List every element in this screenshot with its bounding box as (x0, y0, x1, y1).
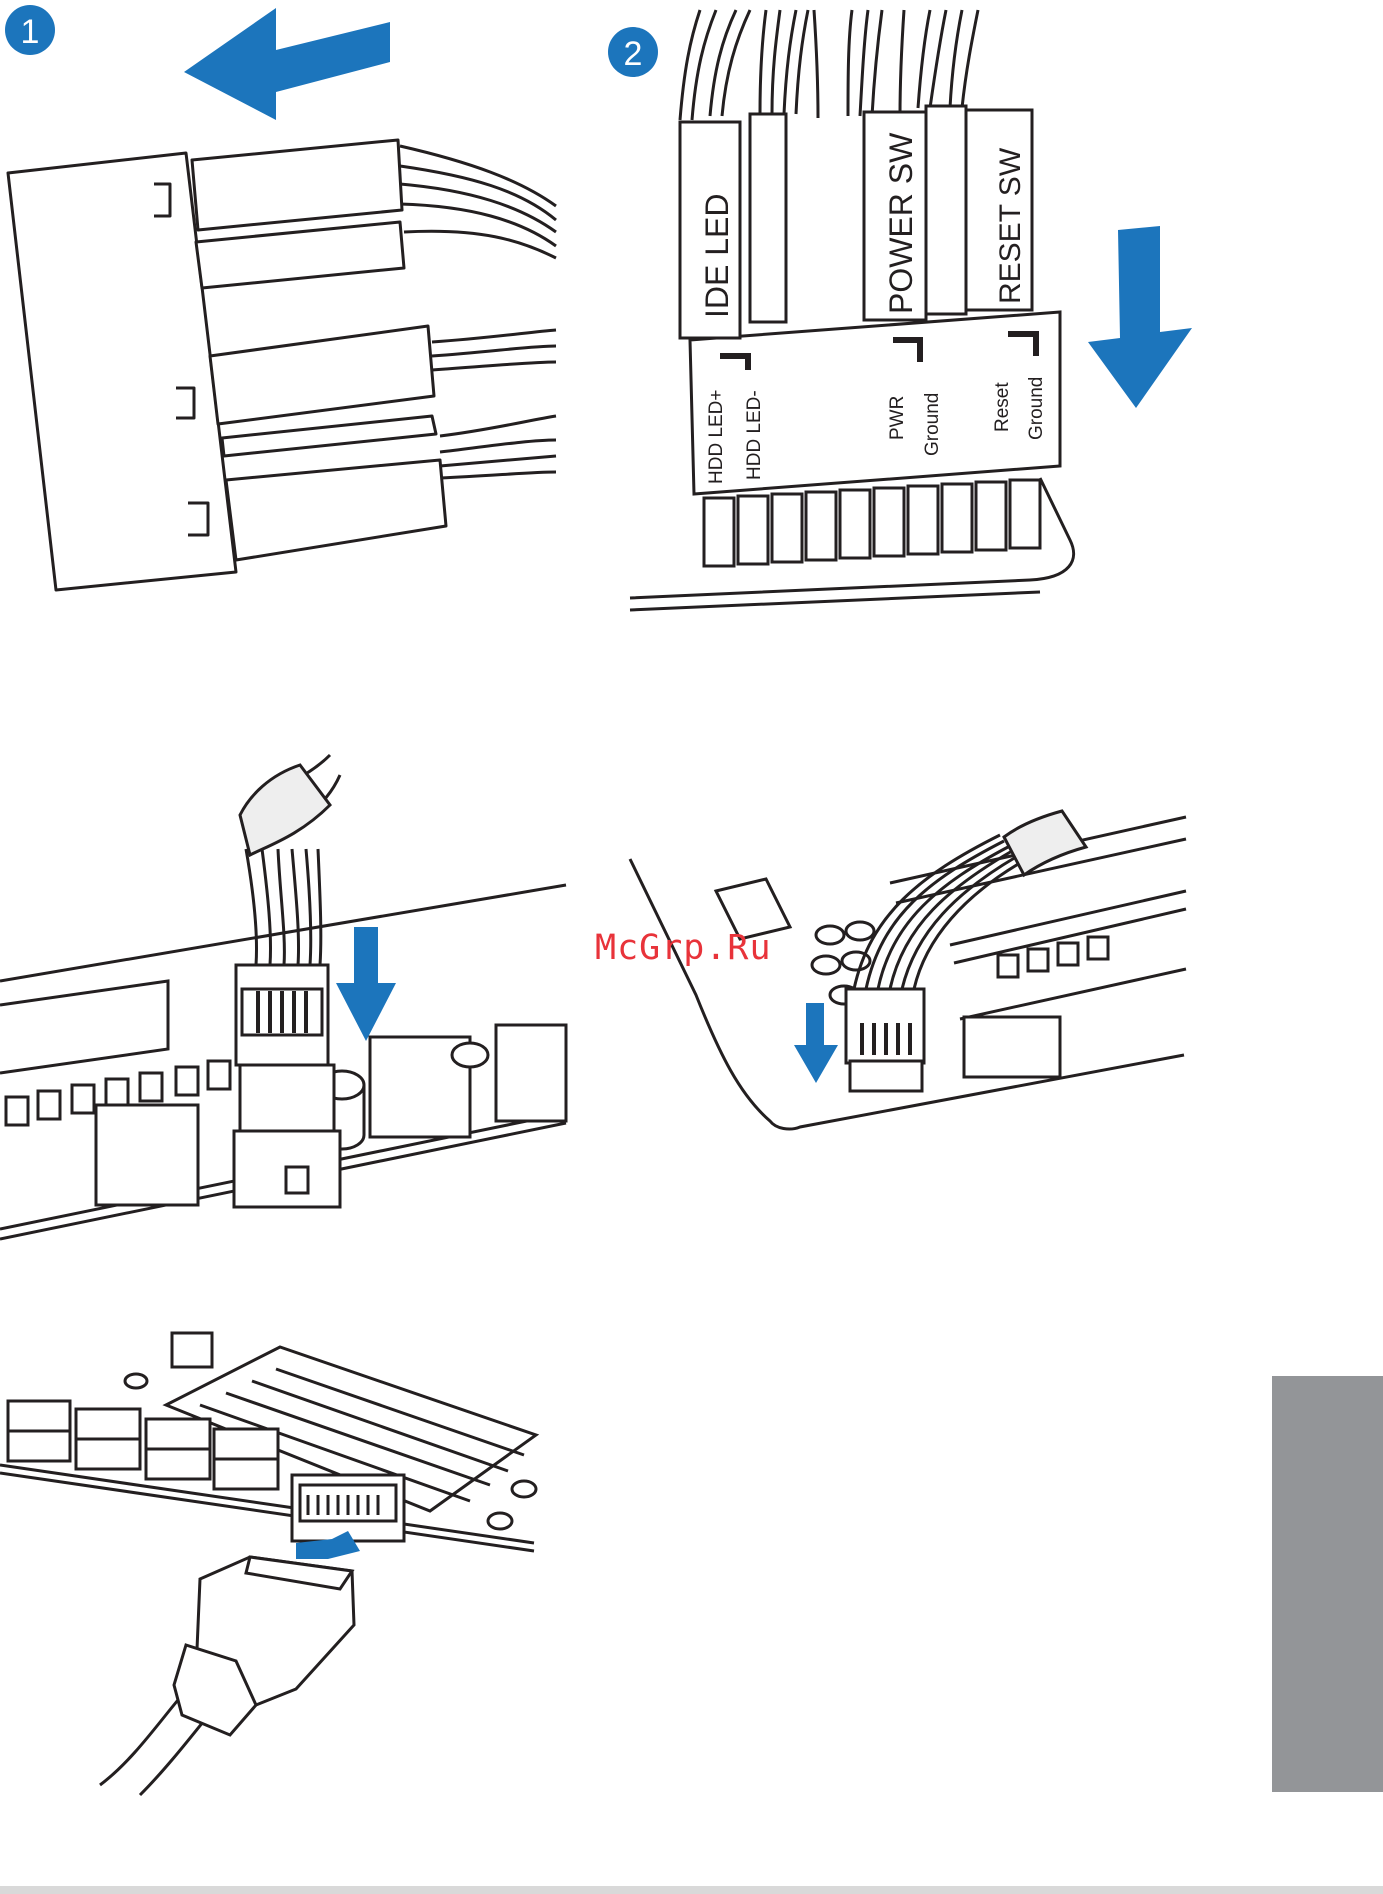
arrow-down-icon (336, 927, 396, 1041)
chapter-side-tab (1272, 1376, 1383, 1792)
pin-label-pwr-ground: Ground (922, 393, 943, 456)
page-footer-bar (0, 1886, 1383, 1894)
pin-label-hdd-led-plus: HDD LED+ (706, 390, 727, 485)
svg-text:1: 1 (21, 13, 40, 51)
pin-label-hdd-led-minus: HDD LED- (744, 390, 765, 480)
connector-label-reset-sw: RESET SW (994, 147, 1027, 304)
watermark: McGrp.Ru (595, 928, 772, 968)
step-2-badge: 2 (608, 27, 658, 77)
arrow-left-icon (184, 8, 390, 120)
figure-front-panel-header: 2 (600, 0, 1200, 620)
figure-usb3-header (0, 1325, 580, 1795)
arrow-down-icon (1088, 226, 1192, 408)
pin-label-reset: Reset (992, 382, 1013, 432)
header-pins (704, 480, 1040, 566)
connector-label-power-sw: POWER SW (883, 132, 919, 314)
figure-connector-removal: 1 (0, 0, 600, 620)
connector-label-ide-led: IDE LED (699, 194, 735, 318)
pin-label-pwr: PWR (887, 396, 908, 440)
pin-label-reset-ground: Ground (1026, 377, 1047, 440)
step-1-badge: 1 (5, 5, 55, 55)
figure-usb-header-left (0, 755, 580, 1255)
svg-text:2: 2 (624, 35, 643, 73)
arrow-down-icon (794, 1003, 838, 1083)
